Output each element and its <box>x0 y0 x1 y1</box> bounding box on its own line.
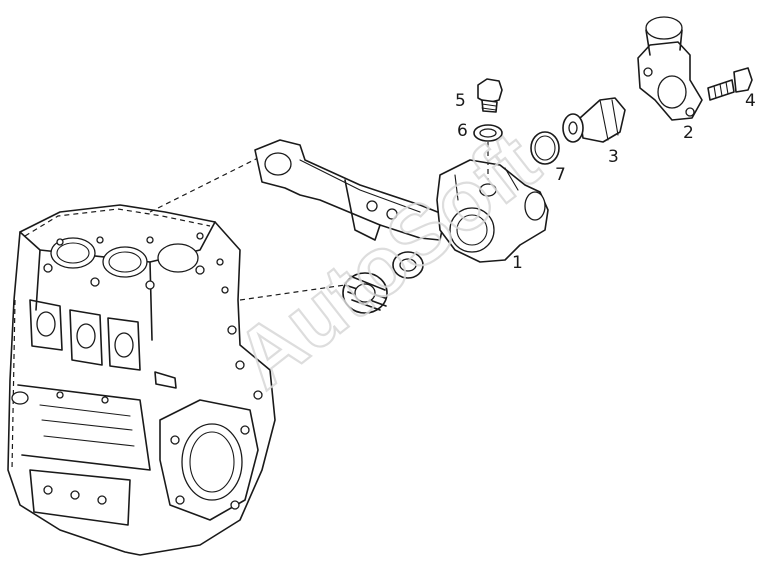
callout-3: 3 <box>608 147 619 167</box>
thermostat-housing <box>436 159 549 263</box>
callout-7: 7 <box>555 165 566 185</box>
thermostat <box>562 97 626 143</box>
engine-block <box>7 204 276 556</box>
thermostat-cover <box>637 16 703 121</box>
spring-coupling <box>342 272 388 314</box>
callout-6: 6 <box>457 121 468 141</box>
callout-1: 1 <box>512 253 523 273</box>
callout-2: 2 <box>683 123 694 143</box>
callout-4: 4 <box>745 91 756 111</box>
assembly-line-pipe <box>149 157 259 213</box>
drain-plug <box>477 78 503 113</box>
o-ring <box>530 131 560 165</box>
sealing-washer <box>473 124 503 142</box>
callout-5: 5 <box>455 91 466 111</box>
bolt <box>707 67 753 101</box>
water-pipe <box>254 139 446 241</box>
gasket <box>392 251 424 279</box>
